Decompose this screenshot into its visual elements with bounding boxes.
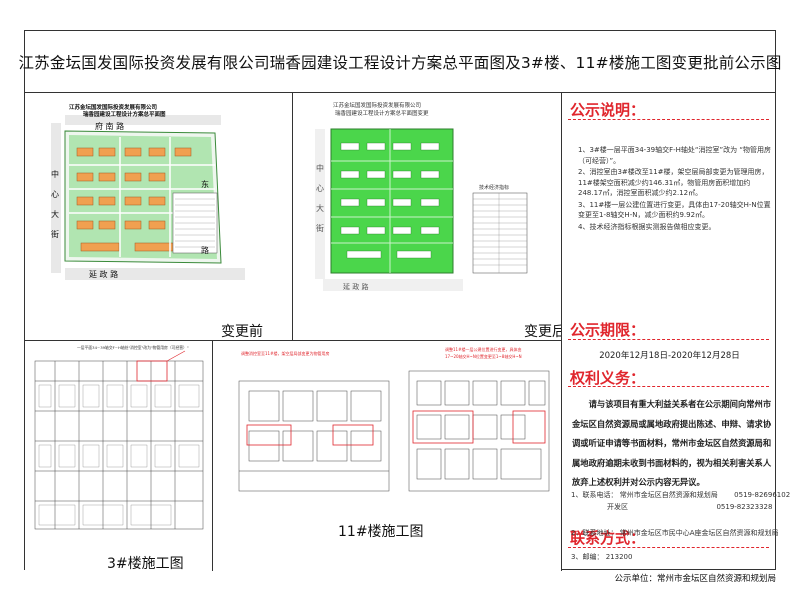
notice-item: 3、11#楼一层公建位置进行变更，具体由17-20轴交H-N位置变更至1-8轴交… bbox=[578, 200, 771, 220]
period-heading: 公示期限： bbox=[570, 321, 646, 339]
plan-after-caption: 变更后 bbox=[524, 324, 562, 340]
period-text: 2020年12月18日-2020年12月28日 bbox=[599, 351, 740, 361]
contact-heading: 联系方式： bbox=[570, 529, 646, 547]
contact-phone-2[interactable]: 0519-82323328 bbox=[716, 503, 773, 511]
road-west-label-3: 大 bbox=[51, 209, 59, 219]
tech-index-table bbox=[472, 192, 528, 274]
notice-panel: 公示说明： 1、3#楼一层平面34-39轴交F-H轴处“消控室”改为 “物管用房… bbox=[562, 93, 777, 571]
road-south-label: 延 政 路 bbox=[89, 269, 118, 279]
notice-item: 1、3#楼一层平面34-39轴交F-H轴处“消控室”改为 “物管用房（可经营）”… bbox=[578, 146, 772, 165]
plan-before-stamp-title-1: 江苏金坛国发国际投资发展有限公司 bbox=[69, 103, 157, 111]
contact-phone-label: 1、联系电话： bbox=[571, 491, 618, 499]
building11-note-right-1: 调整11#楼一层公建位置进行变更，具体由 bbox=[445, 346, 521, 352]
road-west-label-2: 心 bbox=[51, 190, 59, 199]
contact-unit-2: 开发区 bbox=[607, 503, 628, 511]
plan-after-road-west-2: 心 bbox=[316, 184, 324, 193]
contact-address: 常州市金坛区市民中心A座金坛区自然资源和规划局 bbox=[619, 529, 779, 537]
rights-text: 请与该项目有重大利益关系者在公示期间向常州市金坛区自然资源局或属地政府提出陈述、… bbox=[572, 399, 772, 487]
building3-drawing: 一层平面34~39轴交F~H轴处"消控室"改为"物管用房（可经营）" bbox=[34, 345, 204, 530]
plan-after-road-west-4: 街 bbox=[316, 223, 324, 233]
road-east-label-1: 东 bbox=[201, 179, 209, 189]
notice-item: 4、技术经济指标根据实测报告做相应变更。 bbox=[578, 222, 716, 231]
plan-after-drawing: 江苏金坛国发国际投资发展有限公司 瑞香园建设工程设计方案总平面图变更 bbox=[315, 101, 528, 291]
building11-note-left: 调整消控室至11#楼，架空层局部变更为物管用房 bbox=[241, 350, 329, 356]
road-west-label-4: 街 bbox=[51, 229, 59, 239]
building3-note: 一层平面34~39轴交F~H轴处"消控室"改为"物管用房（可经营）" bbox=[77, 345, 189, 350]
building11-caption: 11#楼施工图 bbox=[338, 524, 424, 540]
building3-panel: 一层平面34~39轴交F~H轴处"消控室"改为"物管用房（可经营）" bbox=[25, 341, 213, 571]
plan-after-road-west-1: 中 bbox=[316, 163, 324, 173]
road-west-label-1: 中 bbox=[51, 169, 59, 179]
plan-after-panel: 江苏金坛国发国际投资发展有限公司 瑞香园建设工程设计方案总平面图变更 bbox=[293, 93, 562, 341]
building11-drawing: 调整消控室至11#楼，架空层局部变更为物管用房 调整11#楼一层公建位置进行变更… bbox=[238, 346, 550, 492]
plan-after-road-west-3: 大 bbox=[316, 203, 324, 213]
road-north-label: 府 南 路 bbox=[95, 121, 124, 131]
contact-postcode: 213200 bbox=[605, 553, 633, 561]
rights-heading: 权利义务： bbox=[570, 369, 646, 387]
plan-after-stamp-title-2: 瑞香园建设工程设计方案总平面图变更 bbox=[335, 109, 429, 117]
road-east-label-2: 路 bbox=[201, 245, 209, 255]
notice-list: 1、3#楼一层平面34-39轴交F-H轴处“消控室”改为 “物管用房（可经营）”… bbox=[578, 145, 774, 233]
plan-before-drawing: 江苏金坛国发国际投资发展有限公司 瑞香园建设工程设计方案总平面图 府 南 路 中… bbox=[51, 103, 245, 280]
building11-panel: 调整消控室至11#楼，架空层局部变更为物管用房 调整11#楼一层公建位置进行变更… bbox=[213, 341, 562, 571]
title-bar: 江苏金坛国发国际投资发展有限公司瑞香园建设工程设计方案总平面图及3#楼、11#楼… bbox=[18, 31, 781, 93]
plan-before-stamp-title-2: 瑞香园建设工程设计方案总平面图 bbox=[83, 110, 166, 118]
plan-before-caption: 变更前 bbox=[221, 324, 263, 340]
contact-unit-1: 常州市金坛区自然资源和规划局 bbox=[619, 491, 718, 499]
plan-before-panel: 江苏金坛国发国际投资发展有限公司 瑞香园建设工程设计方案总平面图 府 南 路 中… bbox=[25, 93, 293, 341]
tech-table-title: 技术经济指标 bbox=[479, 184, 509, 191]
building11-note-right-2: 17~20轴交H~N位置变更至1~8轴交H~N bbox=[445, 353, 522, 359]
plan-after-stamp-title-1: 江苏金坛国发国际投资发展有限公司 bbox=[333, 101, 421, 109]
contact-block: 1、联系电话： 常州市金坛区自然资源和规划局 0519-82696102 开发区… bbox=[561, 490, 790, 568]
page-title: 江苏金坛国发国际投资发展有限公司瑞香园建设工程设计方案总平面图及3#楼、11#楼… bbox=[18, 53, 782, 72]
notice-item: 2、消控室由3#楼改至11#楼，架空层局部变更为管理用房，11#楼架空面积减少约… bbox=[578, 168, 769, 197]
notice-board: 江苏金坛国发国际投资发展有限公司瑞香园建设工程设计方案总平面图及3#楼、11#楼… bbox=[18, 30, 781, 571]
contact-address-label: 2、联系地址： bbox=[571, 529, 618, 537]
contact-postcode-label: 3、邮编： bbox=[571, 553, 604, 561]
building3-caption: 3#楼施工图 bbox=[107, 556, 184, 571]
plan-after-road-south: 延 政 路 bbox=[343, 282, 368, 291]
publisher: 公示单位：常州市金坛区自然资源和规划局 bbox=[614, 574, 776, 584]
contact-phone-1[interactable]: 0519-82696102 bbox=[734, 491, 791, 499]
notice-heading: 公示说明： bbox=[570, 101, 646, 119]
